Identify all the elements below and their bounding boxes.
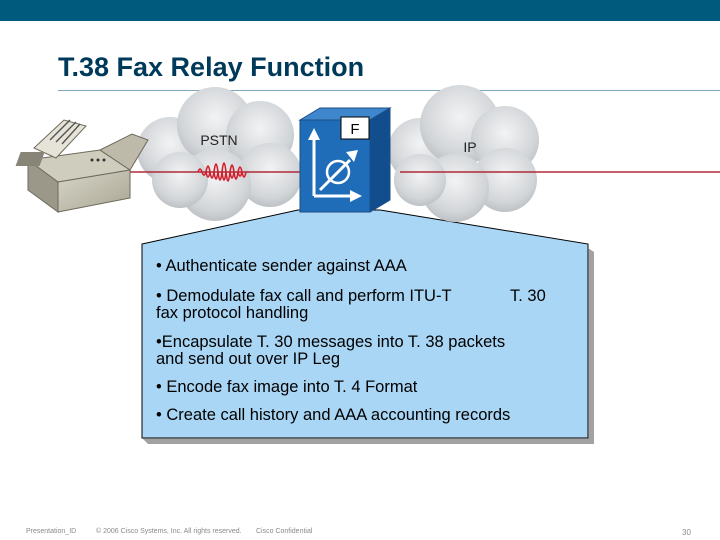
bullet-encode: • Encode fax image into T. 4 Format <box>156 378 418 396</box>
fax-machine-icon <box>15 119 149 213</box>
bullet-authenticate: • Authenticate sender against AAA <box>156 257 407 275</box>
title-divider <box>58 90 720 91</box>
gateway-badge-label: F <box>350 121 359 138</box>
analog-waveform-lower <box>205 171 243 181</box>
callout-box <box>141 209 589 439</box>
ip-label: IP <box>463 139 476 155</box>
pstn-cloud <box>137 87 302 221</box>
bullet-demodulate-suffix: T. 30 <box>510 287 546 305</box>
footer-presentation-id: Presentation_ID <box>26 528 77 535</box>
bullet-encapsulate-cont: and send out over IP Leg <box>156 350 341 368</box>
ip-cloud <box>388 85 539 222</box>
page-number: 30 <box>682 528 691 537</box>
gateway-badge <box>340 116 370 140</box>
bullet-call-history: • Create call history and AAA accounting… <box>156 406 511 424</box>
slide-title: T.38 Fax Relay Function <box>58 52 365 82</box>
pstn-label: PSTN <box>200 132 237 148</box>
bullet-demodulate: • Demodulate fax call and perform ITU-T <box>156 287 452 305</box>
header-bar <box>0 0 720 21</box>
footer-confidential: Cisco Confidential <box>256 528 313 535</box>
footer-copyright: © 2006 Cisco Systems, Inc. All rights re… <box>96 528 242 535</box>
bullet-demodulate-cont: fax protocol handling <box>156 304 309 322</box>
bullet-encapsulate: •Encapsulate T. 30 messages into T. 38 p… <box>156 333 506 351</box>
